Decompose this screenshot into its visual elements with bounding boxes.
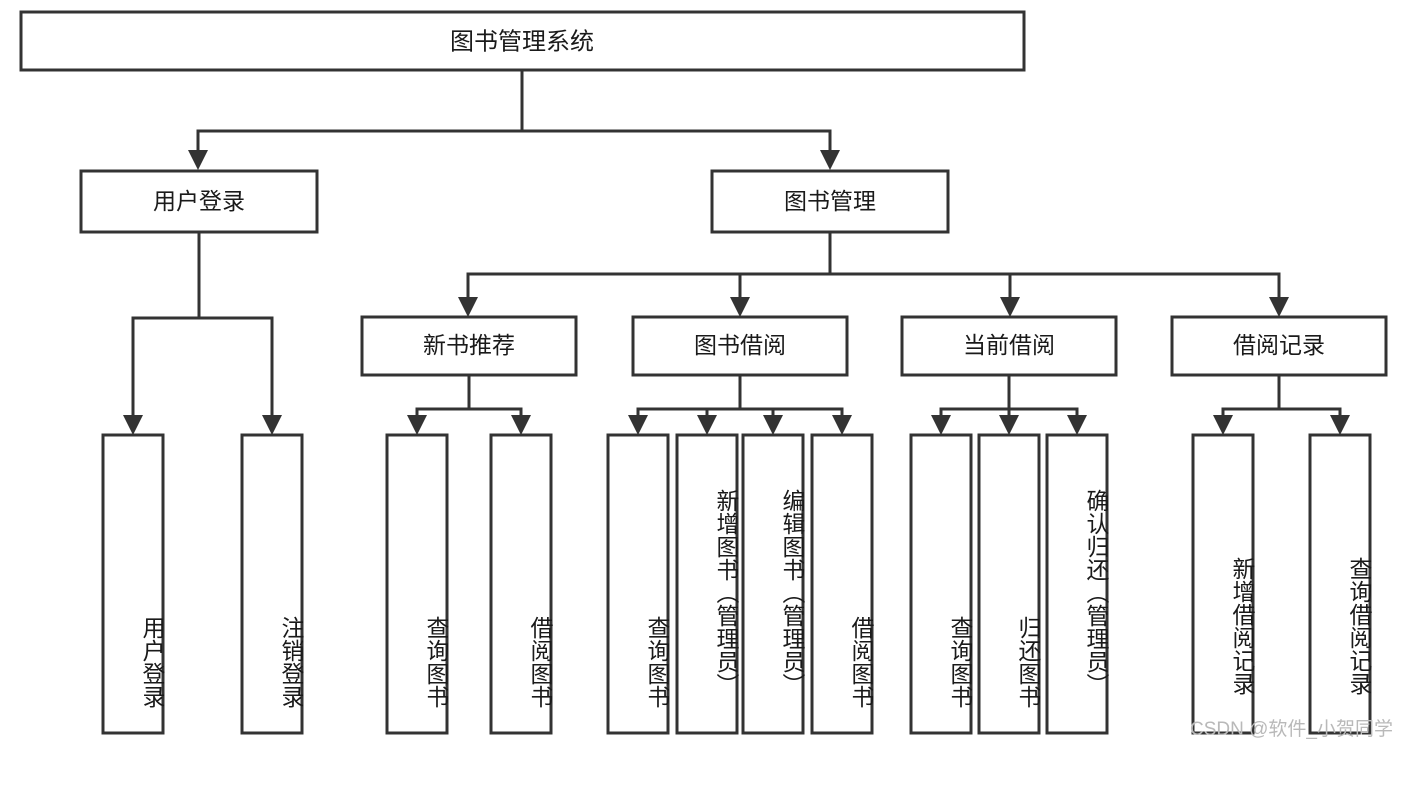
node-current-borrow-label: 当前借阅 <box>963 332 1055 358</box>
node-current-borrow-box <box>900 315 1118 377</box>
node-new-book-recommend-box <box>360 315 578 377</box>
connector-book-borrow-to-leaves <box>628 373 852 435</box>
leaf-box-user-login-2[interactable] <box>240 433 304 735</box>
diagram-canvas: 图书管理系统 用户登录 图书管理 <box>19 10 1393 740</box>
leaf-box-record-1[interactable] <box>1191 433 1255 735</box>
leaf-box-recommend-2[interactable] <box>489 433 553 735</box>
leaf-box-current-3[interactable] <box>1045 433 1109 735</box>
connector-current-borrow-to-leaves <box>931 373 1087 435</box>
node-current-borrow[interactable]: 当前借阅 <box>900 315 1118 377</box>
node-root-label: 图书管理系统 <box>450 28 594 55</box>
leaf-box-borrow-1[interactable] <box>606 433 670 735</box>
node-user-login-box <box>79 169 319 234</box>
leaf-box-borrow-4[interactable] <box>810 433 874 735</box>
leaf-box-user-login-1[interactable] <box>101 433 165 735</box>
leaf-box-current-2[interactable] <box>977 433 1041 735</box>
leaf-box-recommend-1[interactable] <box>385 433 449 735</box>
node-user-login-label: 用户登录 <box>153 188 245 214</box>
leaf-box-borrow-2[interactable] <box>675 433 739 735</box>
node-user-login[interactable]: 用户登录 <box>79 169 319 234</box>
connector-user-login-to-leaves <box>123 230 282 435</box>
connector-borrow-record-to-leaves <box>1213 373 1350 435</box>
connector-root-to-level2 <box>188 68 840 170</box>
node-new-book-recommend[interactable]: 新书推荐 <box>360 315 578 377</box>
connector-book-management-to-level3 <box>458 230 1289 317</box>
node-borrow-record[interactable]: 借阅记录 <box>1170 315 1388 377</box>
leaf-box-borrow-3[interactable] <box>741 433 805 735</box>
node-book-management-label: 图书管理 <box>784 188 876 214</box>
node-new-book-recommend-label: 新书推荐 <box>423 332 515 358</box>
connector-new-book-recommend-to-leaves <box>407 373 531 435</box>
leaf-box-current-1[interactable] <box>909 433 973 735</box>
node-borrow-record-label: 借阅记录 <box>1233 332 1325 358</box>
node-root[interactable]: 图书管理系统 <box>19 10 1026 72</box>
hierarchy-svg: 图书管理系统 用户登录 图书管理 <box>19 10 1388 735</box>
leaf-box-record-2[interactable] <box>1308 433 1372 735</box>
node-book-management[interactable]: 图书管理 <box>710 169 950 234</box>
node-book-borrow-label: 图书借阅 <box>694 332 786 358</box>
node-book-borrow[interactable]: 图书借阅 <box>631 315 849 377</box>
node-root-box <box>19 10 1026 72</box>
